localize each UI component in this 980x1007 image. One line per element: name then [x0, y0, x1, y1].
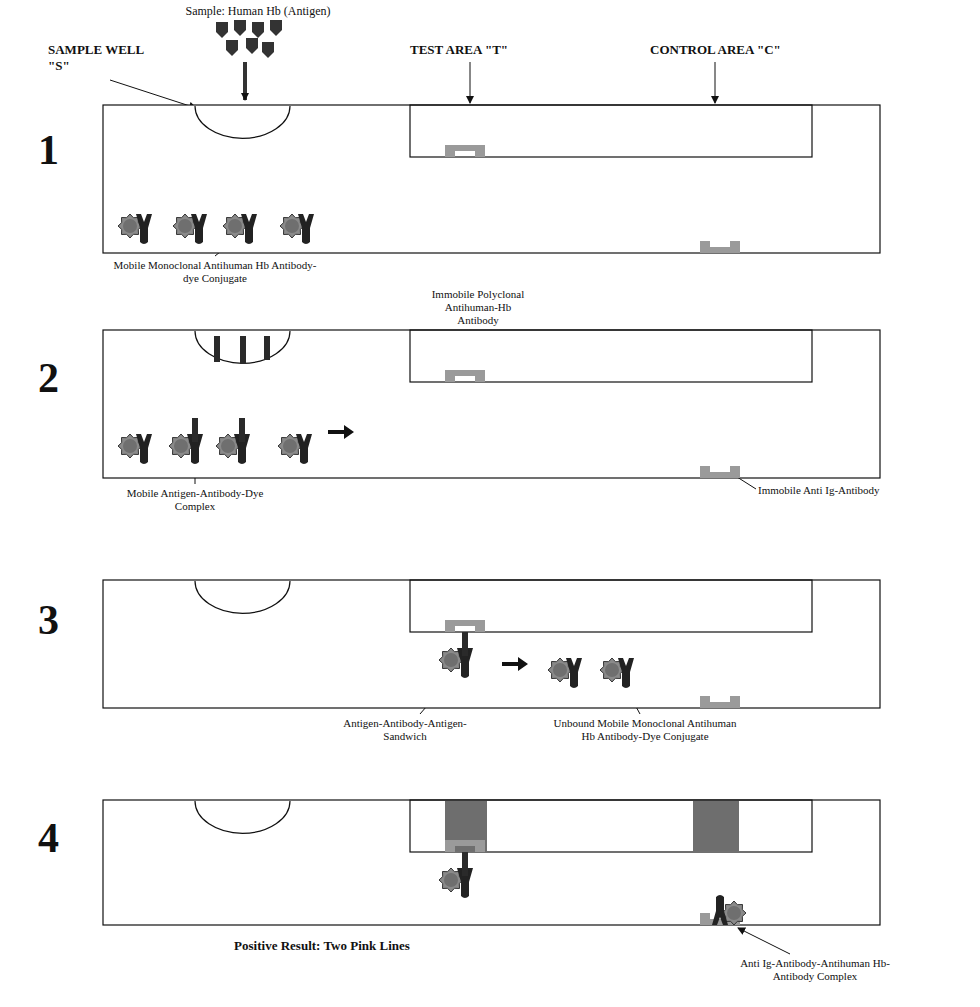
callout-label: Immobile Polyclonal Antihuman-Hb Antibod… — [423, 288, 533, 328]
panel-number: 3 — [38, 599, 59, 641]
callout-label: TEST AREA "T" — [410, 42, 508, 58]
callout-label: Sample: Human Hb (Antigen) — [138, 4, 378, 18]
panel-number: 4 — [38, 817, 59, 859]
test-strip — [103, 330, 880, 478]
test-strip — [103, 580, 880, 708]
control-line — [693, 801, 739, 851]
callout-label: Unbound Mobile Monoclonal Antihuman Hb A… — [550, 717, 740, 743]
test-strip — [103, 105, 880, 253]
test-strip — [103, 800, 880, 925]
test-line — [445, 801, 487, 851]
panel-number: 2 — [38, 357, 59, 399]
sample-drops — [216, 20, 282, 100]
callout-label: CONTROL AREA "C" — [650, 42, 781, 58]
caption-text: Positive Result: Two Pink Lines — [162, 938, 482, 954]
callout-label: Immobile Anti Ig-Antibody — [758, 484, 880, 497]
callout-label: Anti Ig-Antibody-Antihuman Hb-Antibody C… — [740, 957, 890, 983]
callout-label: SAMPLE WELL "S" — [48, 42, 160, 73]
callout-label: Mobile Antigen-Antibody-Dye Complex — [115, 487, 275, 513]
panel-number: 1 — [38, 129, 59, 171]
callout-label: Antigen-Antibody-Antigen-Sandwich — [330, 717, 480, 743]
callout-label: Mobile Monoclonal Antihuman Hb Antibody-… — [110, 259, 320, 285]
